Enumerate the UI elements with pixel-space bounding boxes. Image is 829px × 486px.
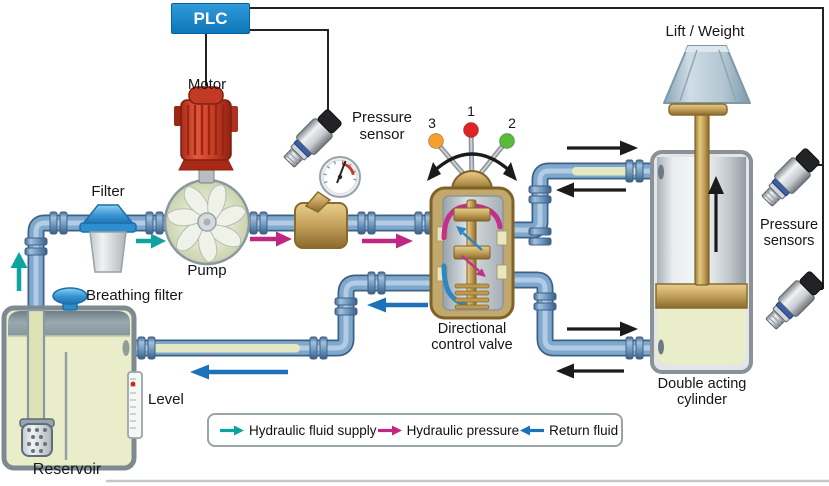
supply-arrow-up (10, 252, 28, 291)
gauge-needle (336, 160, 347, 184)
strainer (19, 418, 55, 457)
valve-position-2-number: 2 (508, 115, 516, 131)
return-inlet-hole (122, 340, 130, 356)
directional-control-valve (427, 122, 517, 320)
lever-swing-arrow (431, 152, 513, 174)
supply-arrow-right (136, 233, 166, 249)
motor-fins (186, 105, 225, 155)
tank-air-gap (8, 311, 130, 336)
lift-weight-label: Lift / Weight (665, 23, 745, 40)
double-acting-cylinder-label: Double acting cylinder (657, 376, 747, 409)
cylinder-bottom-pipe (505, 271, 650, 357)
valve-position-3-number: 3 (428, 115, 436, 131)
bidirectional-arrows-top (567, 146, 626, 192)
cylinder-fluid (657, 308, 746, 365)
return-arrow-tank (190, 364, 288, 380)
valve-position-3-knob (428, 133, 444, 149)
pipe-flanges (24, 159, 644, 360)
pressure-arrow-icon (377, 425, 402, 435)
pressure-arrow-pump (250, 231, 292, 247)
legend-item-pressure: Hydraulic pressure (377, 422, 520, 438)
level-label: Level (148, 391, 184, 408)
motor-unit (174, 86, 238, 184)
return-pipe (133, 274, 444, 357)
suction-pipe (26, 308, 46, 425)
breathing-filter-label: Breathing filter (86, 287, 183, 304)
pressure-sensor-cylinder-top (757, 145, 823, 211)
legend-item-return: Return fluid (519, 423, 618, 438)
filter-unit (79, 204, 137, 273)
cylinder-stroke-arrow (708, 176, 724, 252)
return-arrow-icon (520, 425, 545, 435)
valve-position-1-knob (463, 122, 479, 138)
breathing-filter (52, 287, 88, 311)
valve-position-1-number: 1 (467, 103, 475, 119)
legend-item-supply: Hydraulic fluid supply (219, 423, 377, 438)
directional-control-valve-label: Directional control valve (431, 321, 513, 354)
level-gauge (127, 371, 143, 439)
filter-cup (89, 231, 127, 273)
motor-label: Motor (187, 76, 227, 93)
pressure-arrow-valve (362, 233, 413, 249)
pressure-gauge (319, 156, 361, 198)
pressure-sensors-label: Pressure sensors (759, 217, 819, 250)
impeller (167, 184, 247, 263)
wire-plc-to-cylinder-sensors (248, 7, 824, 289)
pressure-sensor-label: Pressure sensor (351, 109, 413, 143)
flow-arrows (10, 140, 638, 380)
valve-dome (450, 170, 494, 191)
pipes (24, 159, 650, 360)
valve-position-2-knob (499, 133, 515, 149)
valve-spring (454, 283, 490, 310)
gauge-red-zone (341, 162, 355, 176)
plc-box: PLC (171, 3, 250, 34)
lift-weight-unit (663, 45, 751, 116)
reservoir-tank (1, 305, 143, 471)
legend-pressure-label: Hydraulic pressure (406, 422, 520, 438)
piston (655, 283, 748, 309)
legend-return-label: Return fluid (549, 422, 619, 438)
filter-label: Filter (91, 183, 125, 200)
pump-unit (163, 178, 251, 266)
return-pipe-fluid (150, 344, 300, 353)
wire-plc-to-pressure-sensor (248, 29, 329, 117)
pump-label: Pump (187, 262, 227, 279)
cylinder-top-pipe-fluid (572, 167, 636, 176)
gauge-block (294, 191, 348, 249)
piston-rod (694, 112, 710, 286)
return-arrow-valve (367, 297, 428, 313)
level-marker (130, 381, 136, 387)
legend-supply-label: Hydraulic fluid supply (249, 422, 377, 438)
supply-pipe (27, 214, 444, 312)
bidirectional-arrows-bottom (567, 327, 624, 373)
legend: Hydraulic fluid supply Hydraulic pressur… (207, 413, 623, 447)
pressure-sensor-cylinder-bottom (761, 268, 827, 334)
valve-return-flow (441, 263, 471, 309)
reservoir-label: Reservoir (32, 461, 102, 478)
supply-arrow-icon (220, 425, 244, 435)
